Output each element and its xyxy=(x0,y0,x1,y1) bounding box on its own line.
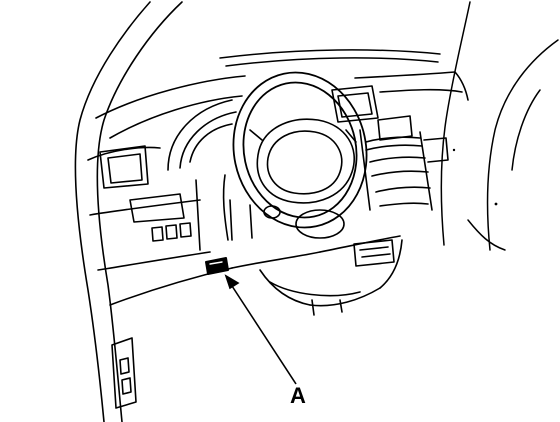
left-door-frame xyxy=(74,1,183,422)
steering-wheel xyxy=(232,71,368,229)
steering-hub xyxy=(249,118,357,239)
steering-column xyxy=(222,174,253,241)
right-door-frame xyxy=(440,1,559,251)
callout-a-leader xyxy=(224,274,297,385)
callout-label-a: A xyxy=(290,383,306,408)
instrument-cluster xyxy=(167,99,237,171)
center-console xyxy=(259,239,403,316)
detail-dots xyxy=(452,148,498,206)
windshield-edge xyxy=(219,49,441,67)
data-link-connector xyxy=(205,257,229,275)
center-stack xyxy=(331,85,449,211)
lower-dash xyxy=(109,235,401,306)
dashboard-top xyxy=(95,71,469,139)
left-dash-panel xyxy=(87,145,211,271)
kick-panel xyxy=(111,337,137,409)
